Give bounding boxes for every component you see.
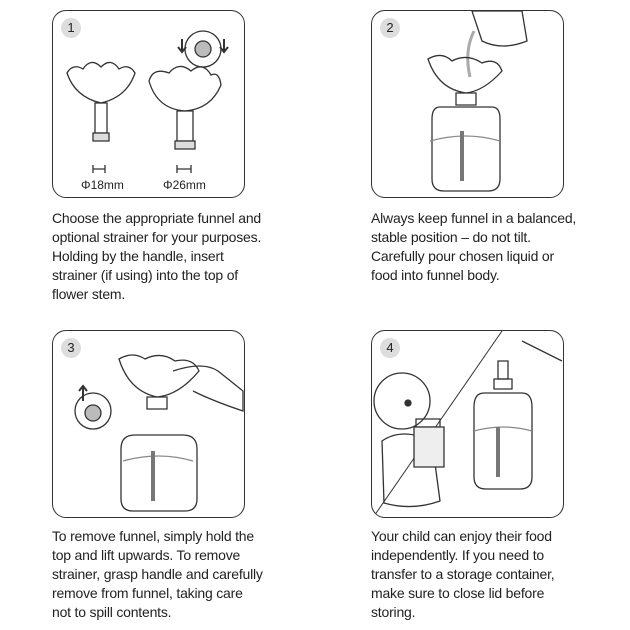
caption-line: flower stem. bbox=[52, 286, 126, 302]
caption-line: food into funnel body. bbox=[371, 267, 500, 283]
caption-line: stable position – do not tilt. bbox=[371, 229, 531, 245]
caption-line: independently. If you need to bbox=[371, 547, 544, 563]
caption-line: not to spill contents. bbox=[52, 604, 172, 620]
child-with-pouch-drawing bbox=[372, 331, 563, 517]
step-4-caption: Your child can enjoy their food independ… bbox=[371, 527, 611, 622]
caption-line: Your child can enjoy their food bbox=[371, 528, 552, 544]
step-number: 3 bbox=[61, 338, 81, 358]
step-1-illustration: 1 Φ18mm Φ26mm bbox=[52, 10, 245, 198]
step-number: 1 bbox=[61, 18, 81, 38]
step-2-caption: Always keep funnel in a balanced, stable… bbox=[371, 209, 611, 285]
caption-line: strainer (if using) into the top of bbox=[52, 267, 238, 283]
caption-line: transfer to a storage container, bbox=[371, 566, 555, 582]
step-number: 4 bbox=[380, 338, 400, 358]
caption-line: optional strainer for your purposes. bbox=[52, 229, 262, 245]
caption-line: Carefully pour chosen liquid or bbox=[371, 248, 554, 264]
caption-line: top and lift upwards. To remove bbox=[52, 547, 241, 563]
caption-line: storing. bbox=[371, 604, 416, 620]
removing-funnel-drawing bbox=[74, 354, 244, 512]
caption-line: make sure to close lid before bbox=[371, 585, 545, 601]
size-label-26mm: Φ26mm bbox=[163, 178, 206, 192]
caption-line: Always keep funnel in a balanced, bbox=[371, 210, 577, 226]
funnel-sizes-drawing bbox=[66, 30, 229, 173]
caption-line: Holding by the handle, insert bbox=[52, 248, 224, 264]
step-2-illustration: 2 bbox=[371, 10, 564, 198]
caption-line: Choose the appropriate funnel and bbox=[52, 210, 262, 226]
step-4-illustration: 4 bbox=[371, 330, 564, 518]
step-3-illustration: 3 bbox=[52, 330, 245, 518]
pouring-into-funnel-drawing bbox=[427, 11, 528, 192]
caption-line: strainer, grasp handle and carefully bbox=[52, 566, 263, 582]
step-1-caption: Choose the appropriate funnel and option… bbox=[52, 209, 292, 304]
step-number: 2 bbox=[380, 18, 400, 38]
caption-line: remove from funnel, taking care bbox=[52, 585, 243, 601]
step-3-caption: To remove funnel, simply hold the top an… bbox=[52, 527, 292, 622]
size-label-18mm: Φ18mm bbox=[81, 178, 124, 192]
caption-line: To remove funnel, simply hold the bbox=[52, 528, 254, 544]
